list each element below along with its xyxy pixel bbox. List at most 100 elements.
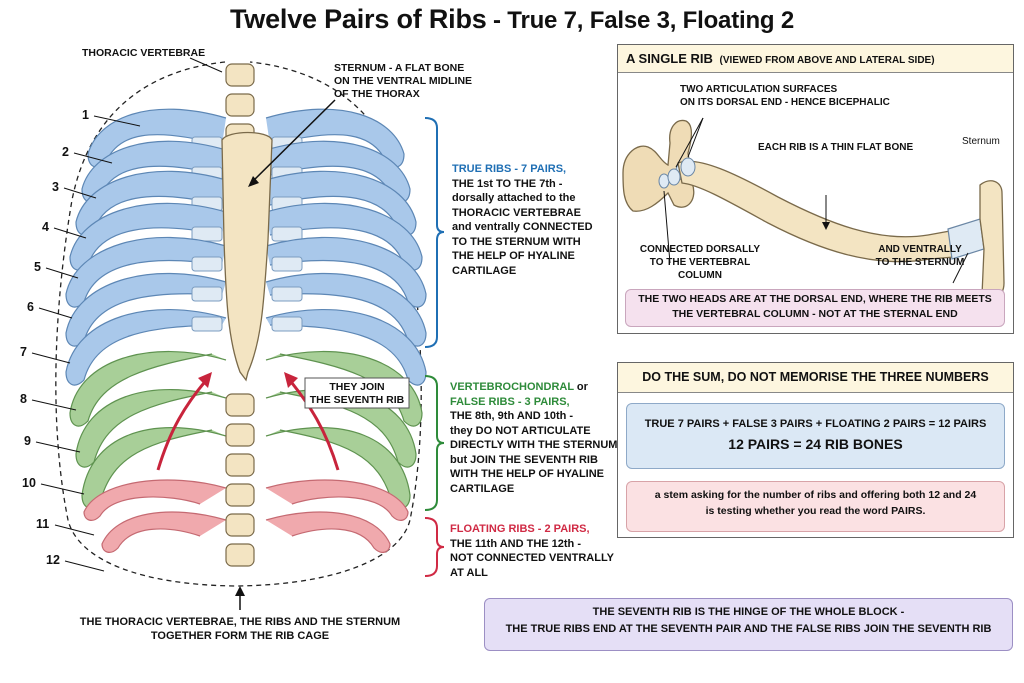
pairs-tip-box: a stem asking for the number of ribs and… [626,481,1005,532]
true-ribs-line: and ventrally CONNECTED [452,221,593,233]
join-arrow-right-head [284,372,298,388]
join-label-line: THE SEVENTH RIB [309,394,405,406]
true-ribs-line: CARTILAGE [452,264,517,277]
dorsal-heads-note-line: THE TWO HEADS ARE AT THE DORSAL END, WHE… [638,293,992,305]
sum-panel-title: DO THE SUM, DO NOT MEMORISE THE THREE NU… [618,363,1013,393]
join-arrow-left-head [198,372,212,388]
dorsal-label: CONNECTED DORSALLY TO THE VERTEBRAL COLU… [630,243,770,282]
artic-pointer-2 [675,117,704,168]
false-ribs-line: DIRECTLY WITH THE STERNUM [450,439,618,451]
rib-cage-caption: THE THORACIC VERTEBRAE, THE RIBS AND THE… [40,615,440,643]
articulation-label-line: ON ITS DORSAL END - HENCE BICEPHALIC [680,97,890,108]
sum-equation-box: TRUE 7 PAIRS + FALSE 3 PAIRS + FLOATING … [626,403,1005,469]
dorsal-heads-note-line: THE VERTEBRAL COLUMN - NOT AT THE STERNA… [672,308,958,320]
vertebrae-pointer [189,57,223,73]
false-ribs-heading-or: or [573,381,588,393]
rib-leader-5 [45,267,79,279]
single-rib-panel-title: A SINGLE RIB (VIEWED FROM ABOVE AND LATE… [618,45,1013,73]
sternum-small-label: Sternum [962,136,1000,147]
sternum-label-line: STERNUM - A FLAT BONE [334,62,465,74]
true-ribs-lines: THE 1st TO THE 7th -dorsally attached to… [452,177,593,279]
vertebra-1 [225,63,255,87]
rib-leader-11 [54,524,95,536]
pairs-tip-line: is testing whether you read the word PAI… [705,505,926,517]
join-arrow-right [286,377,340,471]
pairs-tip-line: a stem asking for the number of ribs and… [654,489,977,501]
rib-left-2 [81,140,227,203]
join-label: THEY JOIN THE SEVENTH RIB [305,381,409,407]
false-ribs-line: CARTILAGE [450,482,515,495]
left-ribs [65,108,227,553]
rib-leader-9 [35,441,81,453]
rib-right-6 [265,272,427,347]
dorsal-pointer [663,190,671,264]
rib-left-10 [81,427,227,509]
rib-cage-caption-line: TOGETHER FORM THE RIB CAGE [150,630,330,642]
join-box [304,377,410,409]
single-rib-title-note: (VIEWED FROM ABOVE AND LATERAL SIDE) [719,55,935,66]
vertebra-13 [225,423,255,447]
true-ribs-line: THE HELP OF HYALINE [452,250,575,262]
costal-cartilage-right-7 [271,316,303,332]
rib-head-facet-2 [667,168,681,186]
ventral-label-line: AND VENTRALLY [878,244,962,255]
vertebra-12 [225,393,255,417]
sum-equation-1: TRUE 7 PAIRS + FALSE 3 PAIRS + FLOATING … [644,418,987,430]
costal-cartilage-left-5 [191,256,223,272]
hinge-note-line: THE SEVENTH RIB IS THE HINGE OF THE WHOL… [592,606,905,618]
rib-number-9: 9 [24,434,31,448]
single-rib-illustration [622,117,1005,300]
false-ribs-line: but JOIN THE SEVENTH RIB [450,453,598,466]
false-ribs-heading-2: FALSE RIBS - 3 PAIRS, [450,395,570,408]
articulation-label: TWO ARTICULATION SURFACES ON ITS DORSAL … [680,83,890,109]
title-sub: - True 7, False 3, Floating 2 [486,7,794,34]
rib-number-10: 10 [22,476,36,490]
articular-facet-2 [658,173,670,189]
floating-ribs-bracket [424,517,445,577]
rib-number-12: 12 [46,553,60,567]
floating-ribs-line: AT ALL [450,566,488,579]
true-ribs-bracket [424,117,445,348]
single-rib-title: A SINGLE RIB [626,51,713,66]
rib-leader-1 [93,115,141,127]
vertebra-15 [225,483,255,507]
floating-ribs-line: NOT CONNECTED VENTRALLY [450,552,614,564]
sternum-bone [221,131,273,382]
vertebra-2 [225,93,255,117]
rib-number-1: 1 [82,108,89,122]
rib-number-6: 6 [27,300,34,314]
ventral-label: AND VENTRALLY TO THE STERNUM [870,243,970,269]
rib-left-1 [87,108,227,168]
single-rib-panel: A SINGLE RIB (VIEWED FROM ABOVE AND LATE… [617,44,1014,334]
true-ribs-heading: TRUE RIBS - 7 PAIRS, [452,163,567,175]
rib-leader-10 [40,483,85,495]
rib-right-12 [265,511,391,553]
sternum-pointer [251,99,336,183]
rib-right-8 [265,350,423,427]
costal-cartilage-right-6 [271,286,303,302]
rib-leader-12 [64,560,105,572]
rib-leader-3 [63,187,97,199]
floating-ribs-description: FLOATING RIBS - 2 PAIRS, THE 11th AND TH… [450,522,614,580]
flat-bone-label: EACH RIB IS A THIN FLAT BONE [758,142,914,153]
true-ribs-line: THORACIC VERTEBRAE [452,206,581,219]
sternum-label: STERNUM - A FLAT BONE ON THE VENTRAL MID… [334,62,472,101]
artic-pointer-1 [687,117,704,158]
vertebra-16 [225,513,255,537]
dorsal-label-line: TO THE VERTEBRAL COLUMN [649,257,751,281]
true-ribs-line: THE 1st TO THE 7th - [452,177,563,190]
sternum-label-line: ON THE VENTRAL MIDLINE [334,75,473,87]
hinge-note-line: THE TRUE RIBS END AT THE SEVENTH PAIR AN… [505,623,992,635]
false-ribs-line: WITH THE HELP OF HYALINE [450,468,605,480]
rib-number-2: 2 [62,145,69,159]
sum-equation-2: 12 PAIRS = 24 RIB BONES [728,436,903,452]
false-ribs-bracket [424,375,445,511]
rib-left-4 [69,202,227,271]
rib-leader-7 [31,352,71,364]
rib-left-8 [69,350,227,427]
rib-leader-2 [73,152,113,164]
rib-number-5: 5 [34,260,41,274]
rib-left-5 [65,236,227,308]
ventral-pointer [952,252,969,284]
